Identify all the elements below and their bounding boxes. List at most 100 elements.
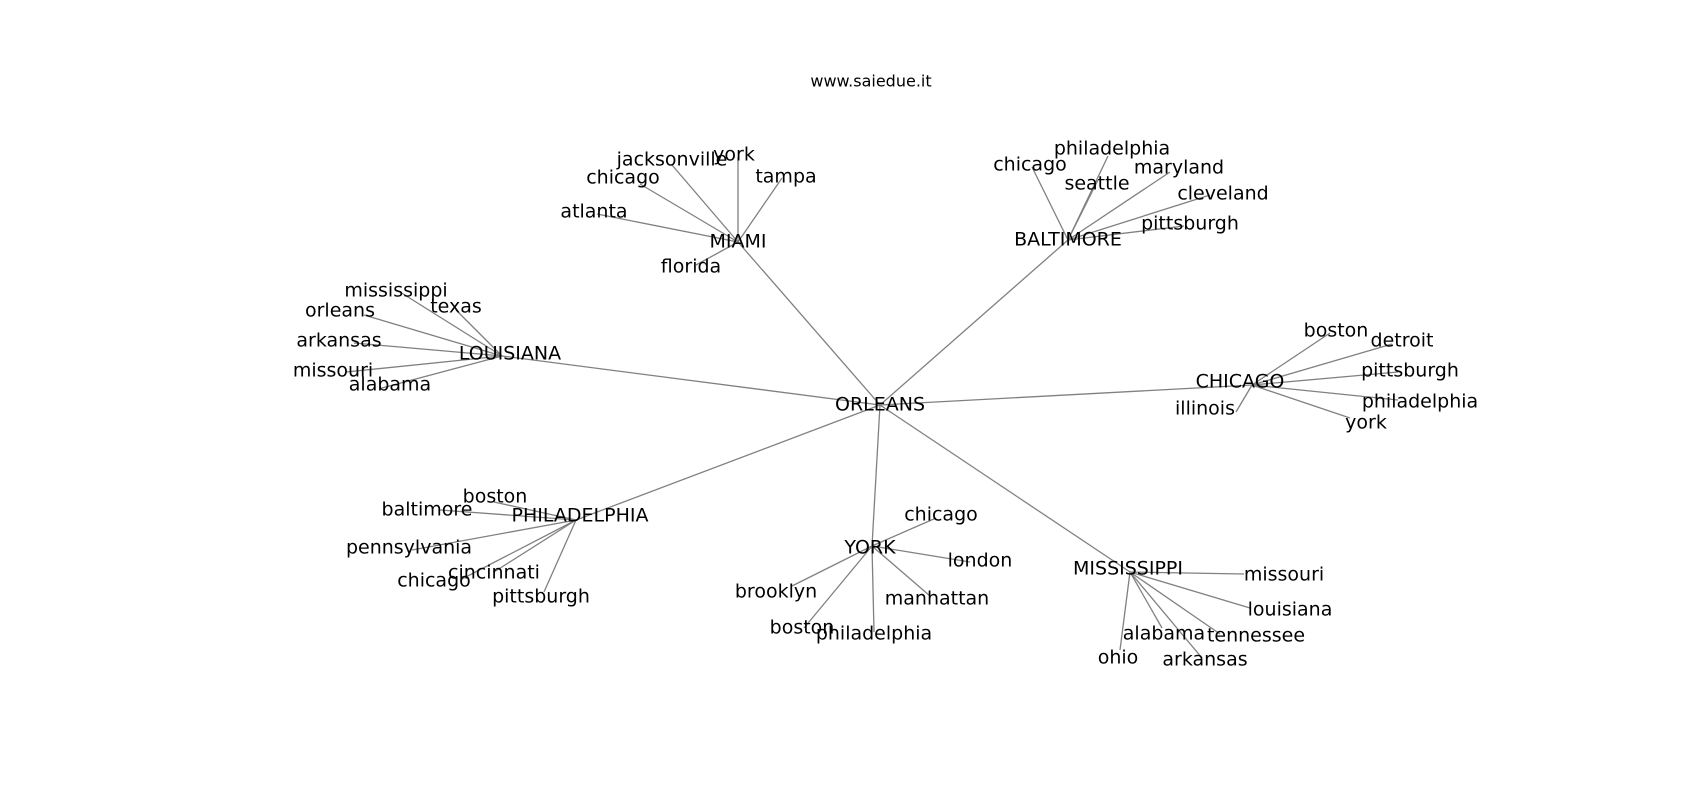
edge-philadelphia-boston bbox=[493, 501, 577, 521]
node-leaf-baltimore-chicago: chicago bbox=[993, 154, 1067, 176]
node-leaf-philadelphia-cincinnati: cincinnati bbox=[448, 562, 540, 584]
edge-chicago-illinois bbox=[1235, 384, 1253, 413]
edge-root-miami bbox=[737, 241, 881, 406]
edge-york-boston bbox=[803, 545, 873, 629]
node-hub-philadelphia: PHILADELPHIA bbox=[512, 505, 649, 527]
node-leaf-baltimore-maryland: maryland bbox=[1134, 157, 1224, 179]
node-leaf-chicago-pittsburgh: pittsburgh bbox=[1361, 360, 1459, 382]
edge-philadelphia-baltimore bbox=[439, 509, 577, 521]
node-leaf-philadelphia-pennsylvania: pennsylvania bbox=[346, 537, 472, 559]
edge-louisiana-missouri bbox=[345, 355, 503, 373]
node-leaf-philadelphia-boston: boston bbox=[463, 486, 528, 508]
edge-louisiana-texas bbox=[455, 309, 503, 357]
edge-baltimore-maryland bbox=[1067, 171, 1171, 241]
node-leaf-miami-york: york bbox=[713, 144, 755, 166]
node-leaf-york-brooklyn: brooklyn bbox=[735, 581, 817, 603]
node-hub-baltimore: BALTIMORE bbox=[1014, 229, 1122, 251]
edge-york-london bbox=[871, 545, 971, 563]
edge-miami-florida bbox=[695, 241, 739, 266]
edge-chicago-york bbox=[1251, 384, 1351, 419]
node-leaf-louisiana-arkansas: arkansas bbox=[296, 330, 381, 352]
node-leaf-mississippi-missouri: missouri bbox=[1244, 564, 1324, 586]
edge-mississippi-missouri bbox=[1129, 571, 1245, 575]
node-leaf-miami-tampa: tampa bbox=[755, 166, 816, 188]
node-leaf-louisiana-texas: texas bbox=[430, 296, 482, 318]
node-leaf-york-chicago: chicago bbox=[904, 504, 978, 526]
node-root-orleans: ORLEANS bbox=[835, 394, 925, 416]
edge-root-york bbox=[871, 404, 881, 547]
node-leaf-chicago-york: york bbox=[1345, 412, 1387, 434]
node-hub-louisiana: LOUISIANA bbox=[459, 343, 561, 365]
node-leaf-mississippi-arkansas: arkansas bbox=[1162, 649, 1247, 671]
node-leaf-miami-jacksonville: jacksonville bbox=[616, 149, 728, 171]
edge-mississippi-tennessee bbox=[1129, 571, 1221, 635]
edge-mississippi-alabama bbox=[1129, 571, 1163, 629]
node-leaf-baltimore-philadelphia: philadelphia bbox=[1054, 138, 1170, 160]
edge-philadelphia-pittsburgh bbox=[543, 519, 577, 593]
node-leaf-louisiana-orleans: orleans bbox=[305, 300, 375, 322]
edge-miami-tampa bbox=[737, 177, 783, 243]
edge-philadelphia-pennsylvania bbox=[411, 519, 577, 551]
node-leaf-chicago-philadelphia: philadelphia bbox=[1362, 391, 1478, 413]
edge-root-louisiana bbox=[501, 355, 881, 406]
edge-chicago-philadelphia bbox=[1251, 384, 1399, 401]
node-leaf-mississippi-tennessee: tennessee bbox=[1207, 625, 1305, 647]
edge-root-chicago bbox=[879, 384, 1253, 406]
node-leaf-york-london: london bbox=[948, 550, 1013, 572]
node-leaf-philadelphia-baltimore: baltimore bbox=[382, 499, 473, 521]
node-leaf-york-boston: boston bbox=[770, 617, 835, 639]
labels-layer: ORLEANSMIAMIjacksonvilleyorktampachicago… bbox=[293, 138, 1478, 671]
node-leaf-york-philadelphia: philadelphia bbox=[816, 623, 932, 645]
node-leaf-mississippi-ohio: ohio bbox=[1098, 647, 1139, 669]
edge-louisiana-arkansas bbox=[353, 342, 503, 357]
edge-mississippi-louisiana bbox=[1129, 571, 1251, 609]
node-leaf-louisiana-alabama: alabama bbox=[349, 374, 431, 396]
node-leaf-louisiana-mississippi: mississippi bbox=[344, 280, 447, 302]
edge-mississippi-arkansas bbox=[1129, 571, 1203, 659]
edge-miami-atlanta bbox=[596, 213, 739, 243]
node-leaf-chicago-illinois: illinois bbox=[1175, 398, 1235, 420]
edge-chicago-detroit bbox=[1251, 343, 1393, 386]
node-leaf-miami-chicago: chicago bbox=[586, 167, 660, 189]
node-leaf-baltimore-cleveland: cleveland bbox=[1177, 183, 1268, 205]
node-hub-york: YORK bbox=[843, 537, 896, 559]
edge-baltimore-cleveland bbox=[1067, 194, 1211, 241]
edge-root-philadelphia bbox=[575, 404, 881, 521]
edge-philadelphia-cincinnati bbox=[493, 519, 577, 573]
edge-york-manhattan bbox=[871, 545, 931, 597]
edge-york-philadelphia bbox=[871, 545, 875, 633]
edge-baltimore-seattle bbox=[1067, 179, 1099, 241]
edge-philadelphia-chicago bbox=[459, 519, 577, 581]
diagram-title: www.saiedue.it bbox=[810, 72, 931, 91]
node-leaf-baltimore-seattle: seattle bbox=[1064, 173, 1129, 195]
node-hub-miami: MIAMI bbox=[710, 231, 767, 253]
node-leaf-mississippi-louisiana: louisiana bbox=[1248, 599, 1333, 621]
edge-root-mississippi bbox=[879, 404, 1131, 573]
node-leaf-philadelphia-pittsburgh: pittsburgh bbox=[492, 586, 590, 608]
edge-baltimore-chicago bbox=[1031, 166, 1069, 241]
edges-layer bbox=[345, 155, 1399, 659]
node-leaf-louisiana-missouri: missouri bbox=[293, 360, 373, 382]
node-hub-chicago: CHICAGO bbox=[1196, 371, 1285, 393]
edge-louisiana-orleans bbox=[363, 314, 503, 357]
edge-baltimore-pittsburgh bbox=[1067, 225, 1185, 241]
edge-york-brooklyn bbox=[791, 545, 873, 587]
edge-louisiana-mississippi bbox=[399, 291, 503, 357]
edge-miami-jacksonville bbox=[671, 164, 739, 243]
edge-chicago-boston bbox=[1251, 332, 1331, 386]
node-leaf-baltimore-pittsburgh: pittsburgh bbox=[1141, 213, 1239, 235]
node-leaf-york-manhattan: manhattan bbox=[885, 588, 989, 610]
node-leaf-chicago-detroit: detroit bbox=[1371, 330, 1434, 352]
edge-miami-chicago bbox=[639, 183, 739, 243]
edge-root-baltimore bbox=[879, 239, 1069, 406]
edge-louisiana-alabama bbox=[381, 355, 503, 389]
node-leaf-philadelphia-chicago: chicago bbox=[397, 570, 471, 592]
node-leaf-miami-florida: florida bbox=[661, 256, 721, 278]
node-leaf-miami-atlanta: atlanta bbox=[560, 201, 627, 223]
node-hub-mississippi: MISSISSIPPI bbox=[1073, 558, 1183, 580]
node-leaf-mississippi-alabama: alabama bbox=[1123, 623, 1205, 645]
edge-mississippi-ohio bbox=[1119, 571, 1131, 651]
edge-chicago-pittsburgh bbox=[1251, 371, 1399, 386]
node-leaf-chicago-boston: boston bbox=[1304, 320, 1369, 342]
